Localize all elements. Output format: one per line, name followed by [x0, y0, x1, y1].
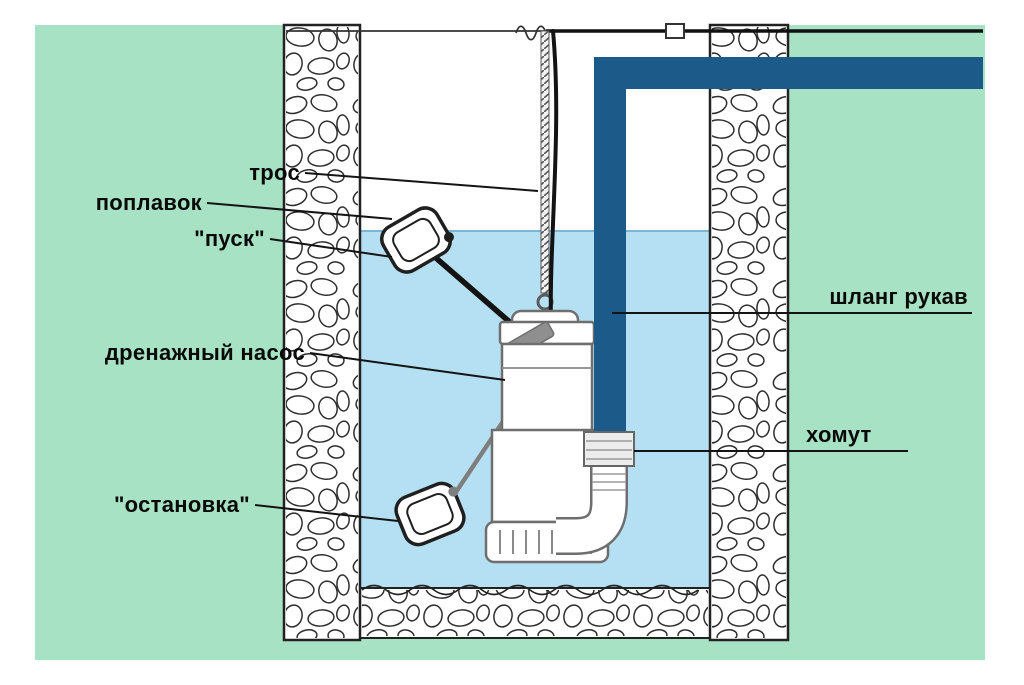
right-wall	[708, 23, 790, 642]
leader-stop	[254, 504, 399, 522]
float-start	[380, 206, 454, 274]
label-float: поплавок	[96, 190, 203, 215]
label-hose: шланг рукав	[829, 284, 968, 309]
hose-pipe-horizontal	[594, 57, 983, 89]
leader-pump	[309, 352, 506, 381]
hose-clamp	[583, 431, 635, 467]
leader-start	[269, 238, 393, 258]
left-wall	[282, 23, 362, 642]
power-cable-down	[548, 29, 559, 326]
hose-pipe-vertical	[594, 57, 626, 434]
float-stop	[394, 481, 466, 547]
label-stop: "остановка"	[114, 492, 250, 517]
label-clamp: хомут	[806, 422, 872, 447]
pump-outlet-elbow	[556, 464, 628, 555]
pit-bottom-gravel	[359, 584, 711, 639]
rope-hook-squiggle	[515, 25, 547, 41]
cable-connector	[665, 23, 685, 39]
label-start: "пуск"	[194, 226, 265, 251]
label-rope: трос	[249, 160, 300, 185]
pump-body-upper	[500, 342, 594, 434]
pit-open-area	[360, 25, 710, 232]
float-start-cable	[433, 255, 523, 334]
leader-float	[206, 202, 393, 220]
label-pump: дренажный насос	[105, 340, 305, 365]
leader-rope	[304, 172, 539, 192]
